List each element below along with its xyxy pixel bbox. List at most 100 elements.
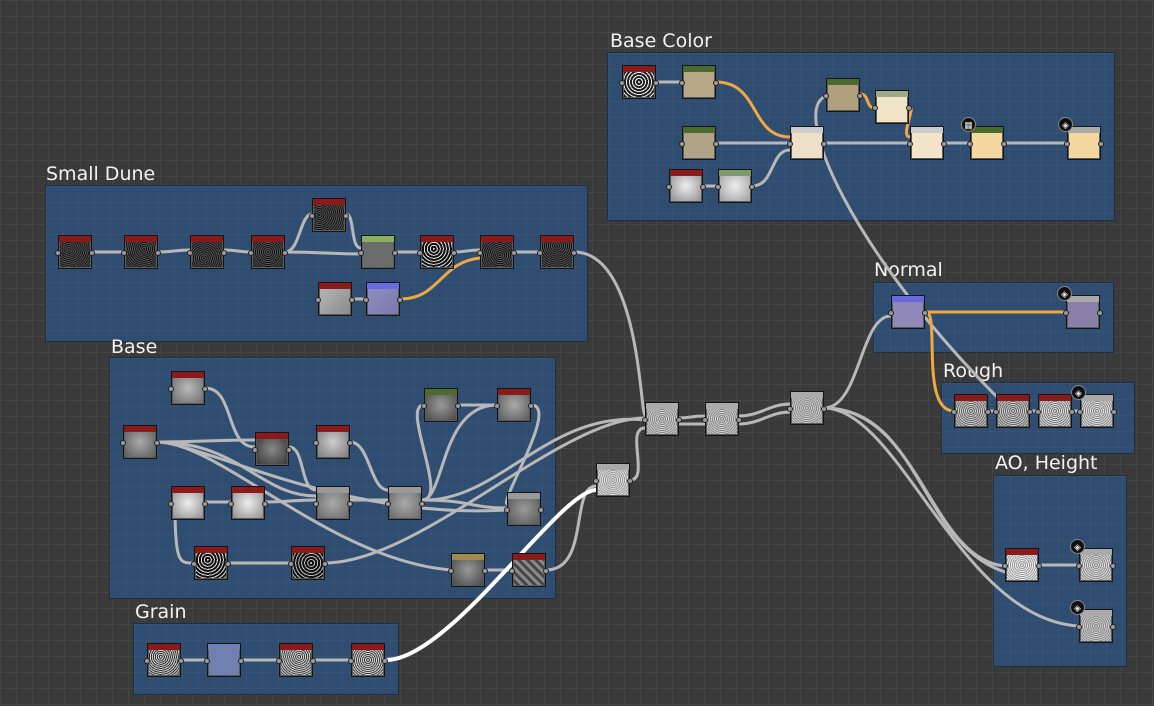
node-base-warp[interactable] bbox=[448, 553, 488, 587]
node-port[interactable] bbox=[941, 141, 947, 147]
node-base-cloud-2[interactable] bbox=[120, 425, 160, 459]
node-port[interactable] bbox=[1027, 409, 1033, 415]
node-base-noise-2[interactable] bbox=[288, 546, 328, 580]
node-port[interactable] bbox=[872, 105, 878, 111]
node-port[interactable] bbox=[349, 297, 355, 303]
node-port[interactable] bbox=[187, 250, 193, 256]
node-port[interactable] bbox=[252, 447, 258, 453]
node-port[interactable] bbox=[120, 440, 126, 446]
node-base-cloud-6[interactable] bbox=[168, 486, 208, 520]
node-port[interactable] bbox=[1063, 310, 1069, 316]
node-base-noise-1[interactable] bbox=[191, 546, 231, 580]
node-port[interactable] bbox=[715, 184, 721, 190]
node-port[interactable] bbox=[985, 409, 991, 415]
node-port[interactable] bbox=[1001, 141, 1007, 147]
node-noise-dune-6[interactable] bbox=[417, 235, 457, 269]
node-port[interactable] bbox=[225, 561, 231, 567]
node-port[interactable] bbox=[702, 417, 708, 423]
node-rough-1[interactable] bbox=[951, 394, 991, 428]
node-rough-output[interactable] bbox=[1077, 394, 1117, 428]
node-port[interactable] bbox=[857, 93, 863, 99]
node-port[interactable] bbox=[1110, 624, 1116, 630]
node-port[interactable] bbox=[537, 250, 543, 256]
node-port[interactable] bbox=[313, 440, 319, 446]
node-port[interactable] bbox=[593, 478, 599, 484]
node-port[interactable] bbox=[543, 568, 549, 574]
node-port[interactable] bbox=[528, 403, 534, 409]
node-noise-dune-2[interactable] bbox=[121, 235, 161, 269]
node-port[interactable] bbox=[204, 658, 210, 664]
node-noise-dune-3[interactable] bbox=[187, 235, 227, 269]
node-port[interactable] bbox=[504, 507, 510, 513]
node-port[interactable] bbox=[358, 250, 364, 256]
node-bc-color-1[interactable] bbox=[679, 65, 719, 99]
node-port[interactable] bbox=[282, 250, 288, 256]
node-port[interactable] bbox=[417, 250, 423, 256]
node-height-output[interactable] bbox=[1076, 609, 1116, 643]
node-noise-dune-7[interactable] bbox=[477, 235, 517, 269]
node-port[interactable] bbox=[823, 93, 829, 99]
node-bc-blend-2[interactable] bbox=[907, 126, 947, 160]
node-port[interactable] bbox=[1076, 624, 1082, 630]
node-port[interactable] bbox=[1076, 563, 1082, 569]
node-port[interactable] bbox=[144, 658, 150, 664]
node-port[interactable] bbox=[221, 250, 227, 256]
node-normal-convert[interactable] bbox=[888, 295, 928, 329]
node-noise-dune-8[interactable] bbox=[537, 235, 577, 269]
node-base-cloud-4[interactable] bbox=[313, 425, 353, 459]
node-mid-blend-4[interactable] bbox=[787, 391, 827, 425]
node-port[interactable] bbox=[906, 105, 912, 111]
node-port[interactable] bbox=[178, 658, 184, 664]
node-port[interactable] bbox=[313, 501, 319, 507]
node-bc-color-2[interactable] bbox=[679, 126, 719, 160]
node-base-blend-1[interactable] bbox=[313, 486, 353, 520]
node-port[interactable] bbox=[286, 447, 292, 453]
node-port[interactable] bbox=[713, 141, 719, 147]
node-grain-noise-3[interactable] bbox=[348, 643, 388, 677]
node-port[interactable] bbox=[89, 250, 95, 256]
node-rough-3[interactable] bbox=[1035, 394, 1075, 428]
node-bc-grad[interactable] bbox=[715, 169, 755, 203]
node-port[interactable] bbox=[154, 440, 160, 446]
node-port[interactable] bbox=[1077, 409, 1083, 415]
node-port[interactable] bbox=[310, 658, 316, 664]
node-port[interactable] bbox=[1064, 141, 1070, 147]
node-port[interactable] bbox=[511, 250, 517, 256]
node-base-cloud-3[interactable] bbox=[252, 432, 292, 466]
node-port[interactable] bbox=[55, 250, 61, 256]
node-port[interactable] bbox=[1110, 563, 1116, 569]
node-port[interactable] bbox=[619, 80, 625, 86]
node-port[interactable] bbox=[421, 403, 427, 409]
node-port[interactable] bbox=[482, 568, 488, 574]
node-noise-dune-5[interactable] bbox=[309, 198, 349, 232]
node-noise-dune-1[interactable] bbox=[55, 235, 95, 269]
node-port[interactable] bbox=[1111, 409, 1117, 415]
node-port[interactable] bbox=[787, 141, 793, 147]
node-noise-dune-4[interactable] bbox=[248, 235, 288, 269]
node-port[interactable] bbox=[419, 501, 425, 507]
node-port[interactable] bbox=[666, 184, 672, 190]
node-bc-color-5[interactable] bbox=[967, 126, 1007, 160]
node-port[interactable] bbox=[1098, 141, 1104, 147]
node-port[interactable] bbox=[477, 250, 483, 256]
node-mid-blend-3[interactable] bbox=[702, 402, 742, 436]
node-bc-noise[interactable] bbox=[619, 65, 659, 99]
node-ao-convert[interactable] bbox=[1002, 548, 1042, 582]
node-base-blend-2[interactable] bbox=[385, 486, 425, 520]
node-port[interactable] bbox=[509, 568, 515, 574]
node-port[interactable] bbox=[1097, 310, 1103, 316]
node-bc-color-4[interactable] bbox=[872, 90, 912, 124]
node-port[interactable] bbox=[1069, 409, 1075, 415]
node-port[interactable] bbox=[679, 80, 685, 86]
node-base-blend-3[interactable] bbox=[504, 492, 544, 526]
node-port[interactable] bbox=[276, 658, 282, 664]
node-port[interactable] bbox=[202, 386, 208, 392]
node-gradient-dune[interactable] bbox=[315, 282, 355, 316]
node-mid-blend-2[interactable] bbox=[642, 402, 682, 436]
node-port[interactable] bbox=[168, 386, 174, 392]
node-mid-blend-1[interactable] bbox=[593, 463, 633, 497]
node-port[interactable] bbox=[347, 501, 353, 507]
node-port[interactable] bbox=[653, 80, 659, 86]
node-port[interactable] bbox=[713, 80, 719, 86]
node-port[interactable] bbox=[228, 501, 234, 507]
